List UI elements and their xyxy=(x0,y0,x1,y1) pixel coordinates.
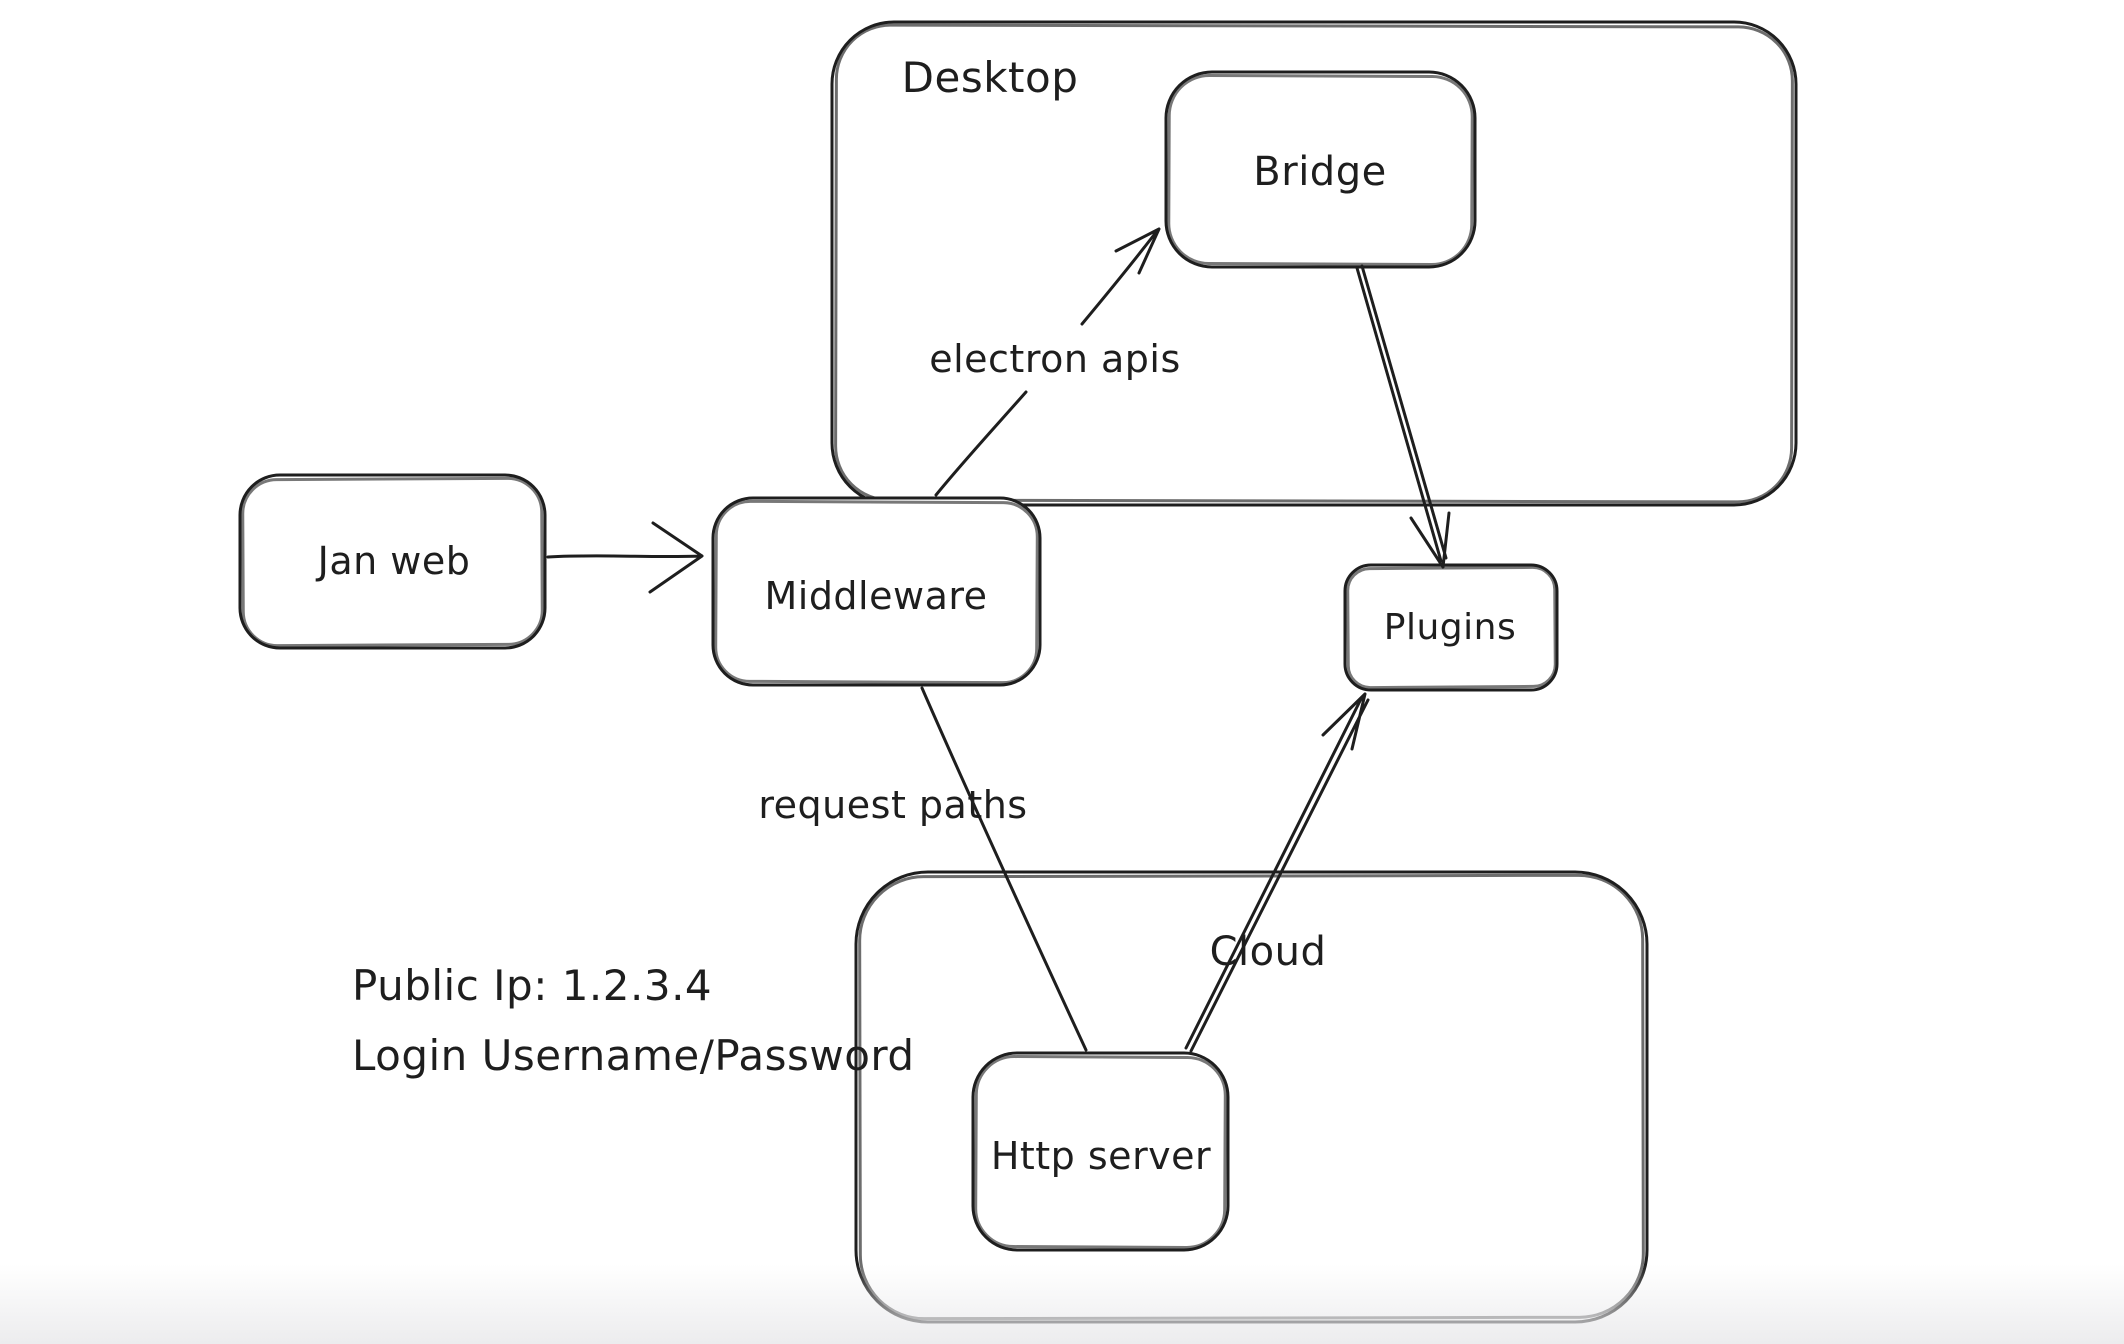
node-http-server-label[interactable]: Http server xyxy=(990,1134,1212,1178)
node-jan-web[interactable] xyxy=(238,473,547,650)
node-plugins-label[interactable]: Plugins xyxy=(1383,607,1517,648)
node-jan-web-outline xyxy=(238,473,547,650)
annotation-public-ip[interactable]: Public Ip: 1.2.3.4 xyxy=(352,961,713,1010)
node-middleware[interactable] xyxy=(711,496,1042,687)
node-http-server-outline-sketch xyxy=(974,1055,1227,1249)
arrow-middleware-to-bridge[interactable] xyxy=(934,227,1161,497)
node-middleware-outline xyxy=(711,496,1042,687)
annotation-login-credentials[interactable]: Login Username/Password xyxy=(352,1031,915,1080)
node-plugins-outline xyxy=(1343,563,1559,692)
node-bridge-outline xyxy=(1164,70,1477,269)
desktop-container[interactable] xyxy=(830,20,1798,507)
node-http-server[interactable] xyxy=(971,1051,1230,1252)
arrow-bridge-to-plugins[interactable] xyxy=(1355,264,1451,569)
desktop-container-outline-sketch xyxy=(834,23,1794,504)
node-plugins[interactable] xyxy=(1343,563,1559,692)
node-http-server-outline xyxy=(971,1051,1230,1252)
node-jan-web-label[interactable]: Jan web xyxy=(317,539,471,583)
node-bridge-outline-sketch xyxy=(1167,74,1474,266)
node-plugins-outline-sketch xyxy=(1346,565,1557,690)
node-bridge-label[interactable]: Bridge xyxy=(1253,149,1387,195)
arrow-jan-web-to-middleware[interactable] xyxy=(546,521,704,594)
desktop-container-label[interactable]: Desktop xyxy=(901,53,1079,102)
node-middleware-label[interactable]: Middleware xyxy=(764,574,988,618)
edge-label-request-paths[interactable]: request paths xyxy=(758,783,1028,827)
edge-label-electron-apis[interactable]: electron apis xyxy=(929,337,1181,381)
desktop-container-outline xyxy=(830,20,1798,507)
node-jan-web-outline-sketch xyxy=(241,476,544,648)
node-bridge[interactable] xyxy=(1164,70,1477,269)
line-middleware-to-http-server[interactable] xyxy=(920,686,1088,1052)
arrow-http-server-to-plugins[interactable] xyxy=(1184,692,1370,1053)
cloud-container-label[interactable]: Cloud xyxy=(1209,929,1327,975)
node-middleware-outline-sketch xyxy=(714,499,1039,685)
